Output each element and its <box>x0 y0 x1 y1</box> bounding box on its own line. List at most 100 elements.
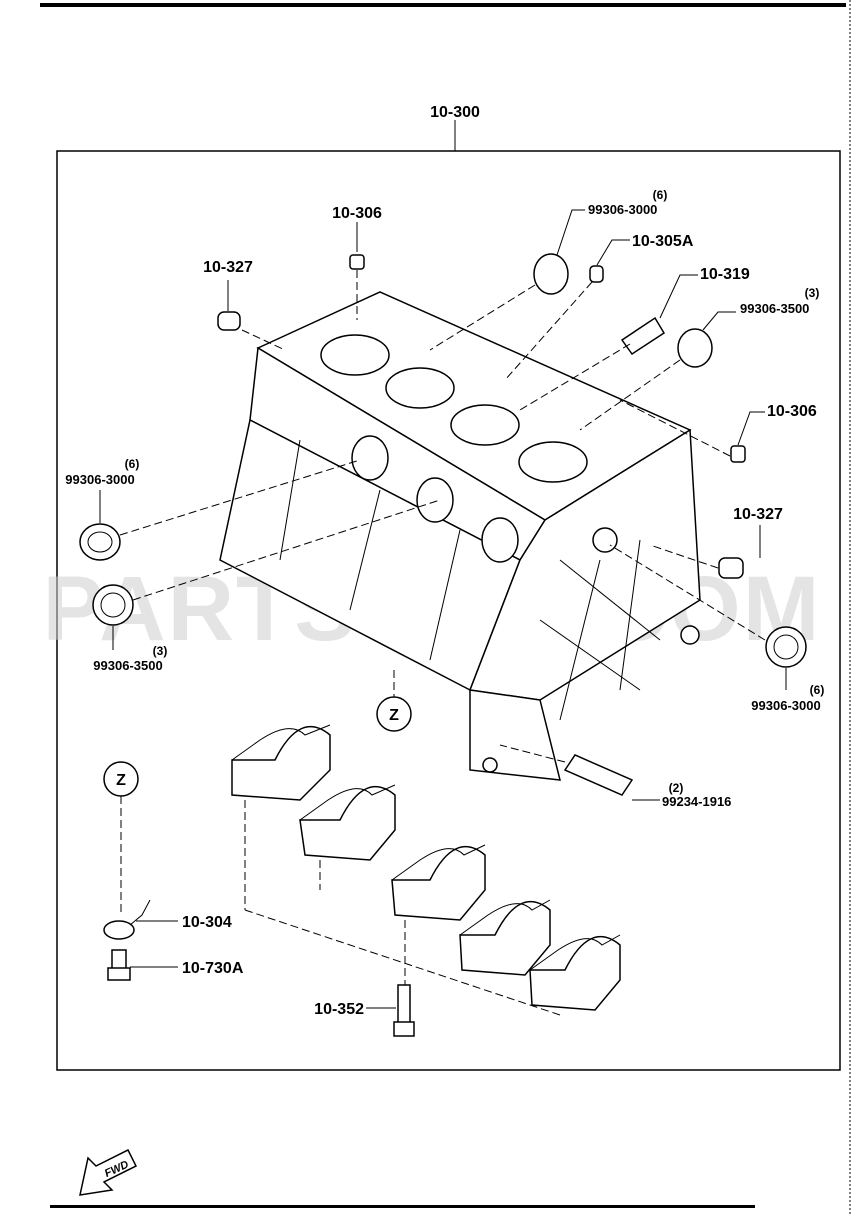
oil-jet-304[interactable] <box>103 899 178 940</box>
label-99306-3000-right[interactable]: 99306-3000 <box>751 698 820 713</box>
plug-3000-top-leader <box>556 209 585 256</box>
jet-305A-leader <box>596 239 630 266</box>
dowel-top[interactable] <box>349 222 365 320</box>
label-99306-3500-left[interactable]: 99306-3500 <box>93 658 162 673</box>
plug-3500-left[interactable] <box>92 499 441 650</box>
plug-3000-left-body <box>79 523 121 561</box>
dowel-right-body <box>730 445 746 463</box>
bushing-right-body <box>718 557 744 579</box>
plug-3000-right-body <box>765 626 807 668</box>
bearing-cap-5 <box>529 934 621 1011</box>
spring-319-body <box>620 316 666 356</box>
side-plug-bore-2 <box>416 477 454 523</box>
plug-3000-right-path <box>609 544 766 641</box>
plug-3500-top-leader <box>702 311 736 331</box>
rear-boss-2 <box>680 625 700 645</box>
label-10-319[interactable]: 10-319 <box>700 266 750 283</box>
cylinder-bore-2 <box>385 367 455 409</box>
label-10-730A[interactable]: 10-730A <box>182 960 244 977</box>
label-10-327-right[interactable]: 10-327 <box>733 506 783 523</box>
plug-3000-right[interactable] <box>609 544 807 690</box>
label-10-305A[interactable]: 10-305A <box>632 233 694 250</box>
cylinder-block[interactable] <box>219 291 701 781</box>
dowel-pin-1916[interactable] <box>499 744 660 801</box>
oil-jet-304-body <box>103 920 135 940</box>
top-rule <box>40 3 846 7</box>
bearing-cap-4 <box>459 899 551 976</box>
label-99234-1916[interactable]: 99234-1916 <box>662 794 731 809</box>
bushing-top-path <box>241 329 286 351</box>
qty-99306-3000-left: (6) <box>125 457 140 471</box>
cap-guide-2 <box>244 909 561 1016</box>
z-marker-detail-label: Z <box>116 772 126 789</box>
label-10-327-top[interactable]: 10-327 <box>203 259 253 276</box>
bushing-top-body <box>217 311 241 331</box>
cap-bolt-352-head <box>393 1021 415 1037</box>
dowel-right-leader <box>737 411 765 446</box>
rear-web-1 <box>559 559 661 641</box>
cylinder-bore-4 <box>518 441 588 483</box>
front-rib-2 <box>349 489 381 611</box>
dowel-right-path <box>619 399 731 457</box>
bearing-cap-3 <box>391 844 486 921</box>
cap-bolt-352[interactable] <box>366 984 415 1037</box>
label-10-306-top[interactable]: 10-306 <box>332 205 382 222</box>
qty-99306-3000-top: (6) <box>653 188 668 202</box>
main-bearing-caps[interactable] <box>231 724 621 1016</box>
z-marker-block[interactable] <box>376 696 412 732</box>
plug-3000-top-body <box>533 253 569 295</box>
front-rib-3 <box>429 529 461 661</box>
plug-3500-left-inner <box>100 592 126 618</box>
label-99306-3500-top[interactable]: 99306-3500 <box>740 301 809 316</box>
dowel-pin-1916-path <box>499 744 566 763</box>
bushing-top[interactable] <box>217 280 286 351</box>
rear-web-3 <box>559 559 601 721</box>
plug-3500-left-path <box>132 499 441 601</box>
oil-jet-304-nozzle <box>129 899 151 926</box>
cylinder-bore-1 <box>320 334 390 376</box>
qty-99306-3000-right: (6) <box>810 683 825 697</box>
plug-3500-top[interactable] <box>579 311 736 431</box>
jet-305A-path <box>504 281 593 381</box>
side-plug-bore-3 <box>481 517 519 563</box>
plug-3000-right-inner <box>773 634 799 660</box>
assembly-label[interactable]: 10-300 <box>430 104 480 121</box>
plug-3000-left[interactable] <box>79 459 361 561</box>
cylinder-bore-3 <box>450 404 520 446</box>
spring-319[interactable] <box>519 274 698 411</box>
bottom-rule <box>50 1205 755 1208</box>
dowel-top-body <box>349 254 365 270</box>
plug-3000-left-path <box>119 459 361 536</box>
label-10-306-right[interactable]: 10-306 <box>767 403 817 420</box>
dowel-pin-1916-body <box>563 754 634 796</box>
front-rib-1 <box>279 439 301 561</box>
plug-3500-top-path <box>579 359 681 431</box>
plug-3500-top-body <box>677 328 713 368</box>
cap-bolt-352-shank <box>397 984 411 1026</box>
label-99306-3000-left[interactable]: 99306-3000 <box>65 472 134 487</box>
jet-305A-body <box>589 265 604 283</box>
plug-3000-top-path <box>429 284 536 351</box>
plug-3000-top[interactable] <box>429 209 585 351</box>
rear-web-4 <box>619 539 641 691</box>
z-marker-block-label: Z <box>389 707 399 724</box>
bushing-right[interactable] <box>649 525 761 579</box>
assembly-frame <box>56 150 841 1071</box>
check-valve-730A[interactable] <box>107 949 178 981</box>
label-10-352[interactable]: 10-352 <box>314 1001 364 1018</box>
jet-305A[interactable] <box>504 239 630 381</box>
bearing-cap-2 <box>299 784 396 861</box>
qty-99306-3500-top: (3) <box>805 286 820 300</box>
qty-99234-1916: (2) <box>669 781 684 795</box>
bearing-cap-1 <box>231 724 331 801</box>
check-valve-730A-head <box>107 967 131 981</box>
plug-3500-left-body <box>92 584 134 626</box>
spring-319-path <box>519 343 631 411</box>
label-10-304[interactable]: 10-304 <box>182 914 232 931</box>
label-99306-3000-top[interactable]: 99306-3000 <box>588 202 657 217</box>
dowel-right[interactable] <box>619 399 765 463</box>
side-plug-bore-1 <box>351 435 389 481</box>
fwd-arrow-icon: FWD <box>79 1148 138 1196</box>
